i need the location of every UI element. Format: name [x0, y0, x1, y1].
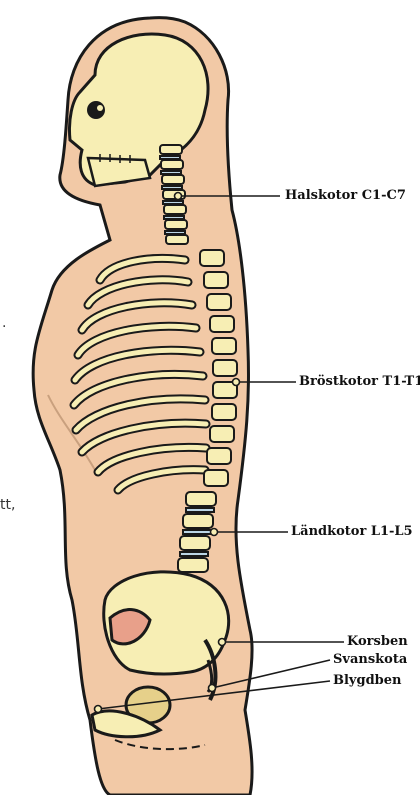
edge-period: . [2, 315, 6, 331]
label-brostkotor: Bröstkotor T1-T12 [299, 374, 420, 390]
label-blygdben: Blygdben [333, 673, 401, 689]
label-svanskota: Svanskota [333, 652, 407, 668]
edge-text-fragment: tt, [0, 497, 15, 513]
eye-socket [87, 101, 105, 119]
label-halskotor: Halskotor C1-C7 [285, 188, 406, 204]
label-landkotor: Ländkotor L1-L5 [291, 524, 413, 540]
label-korsben: Korsben [347, 634, 408, 650]
